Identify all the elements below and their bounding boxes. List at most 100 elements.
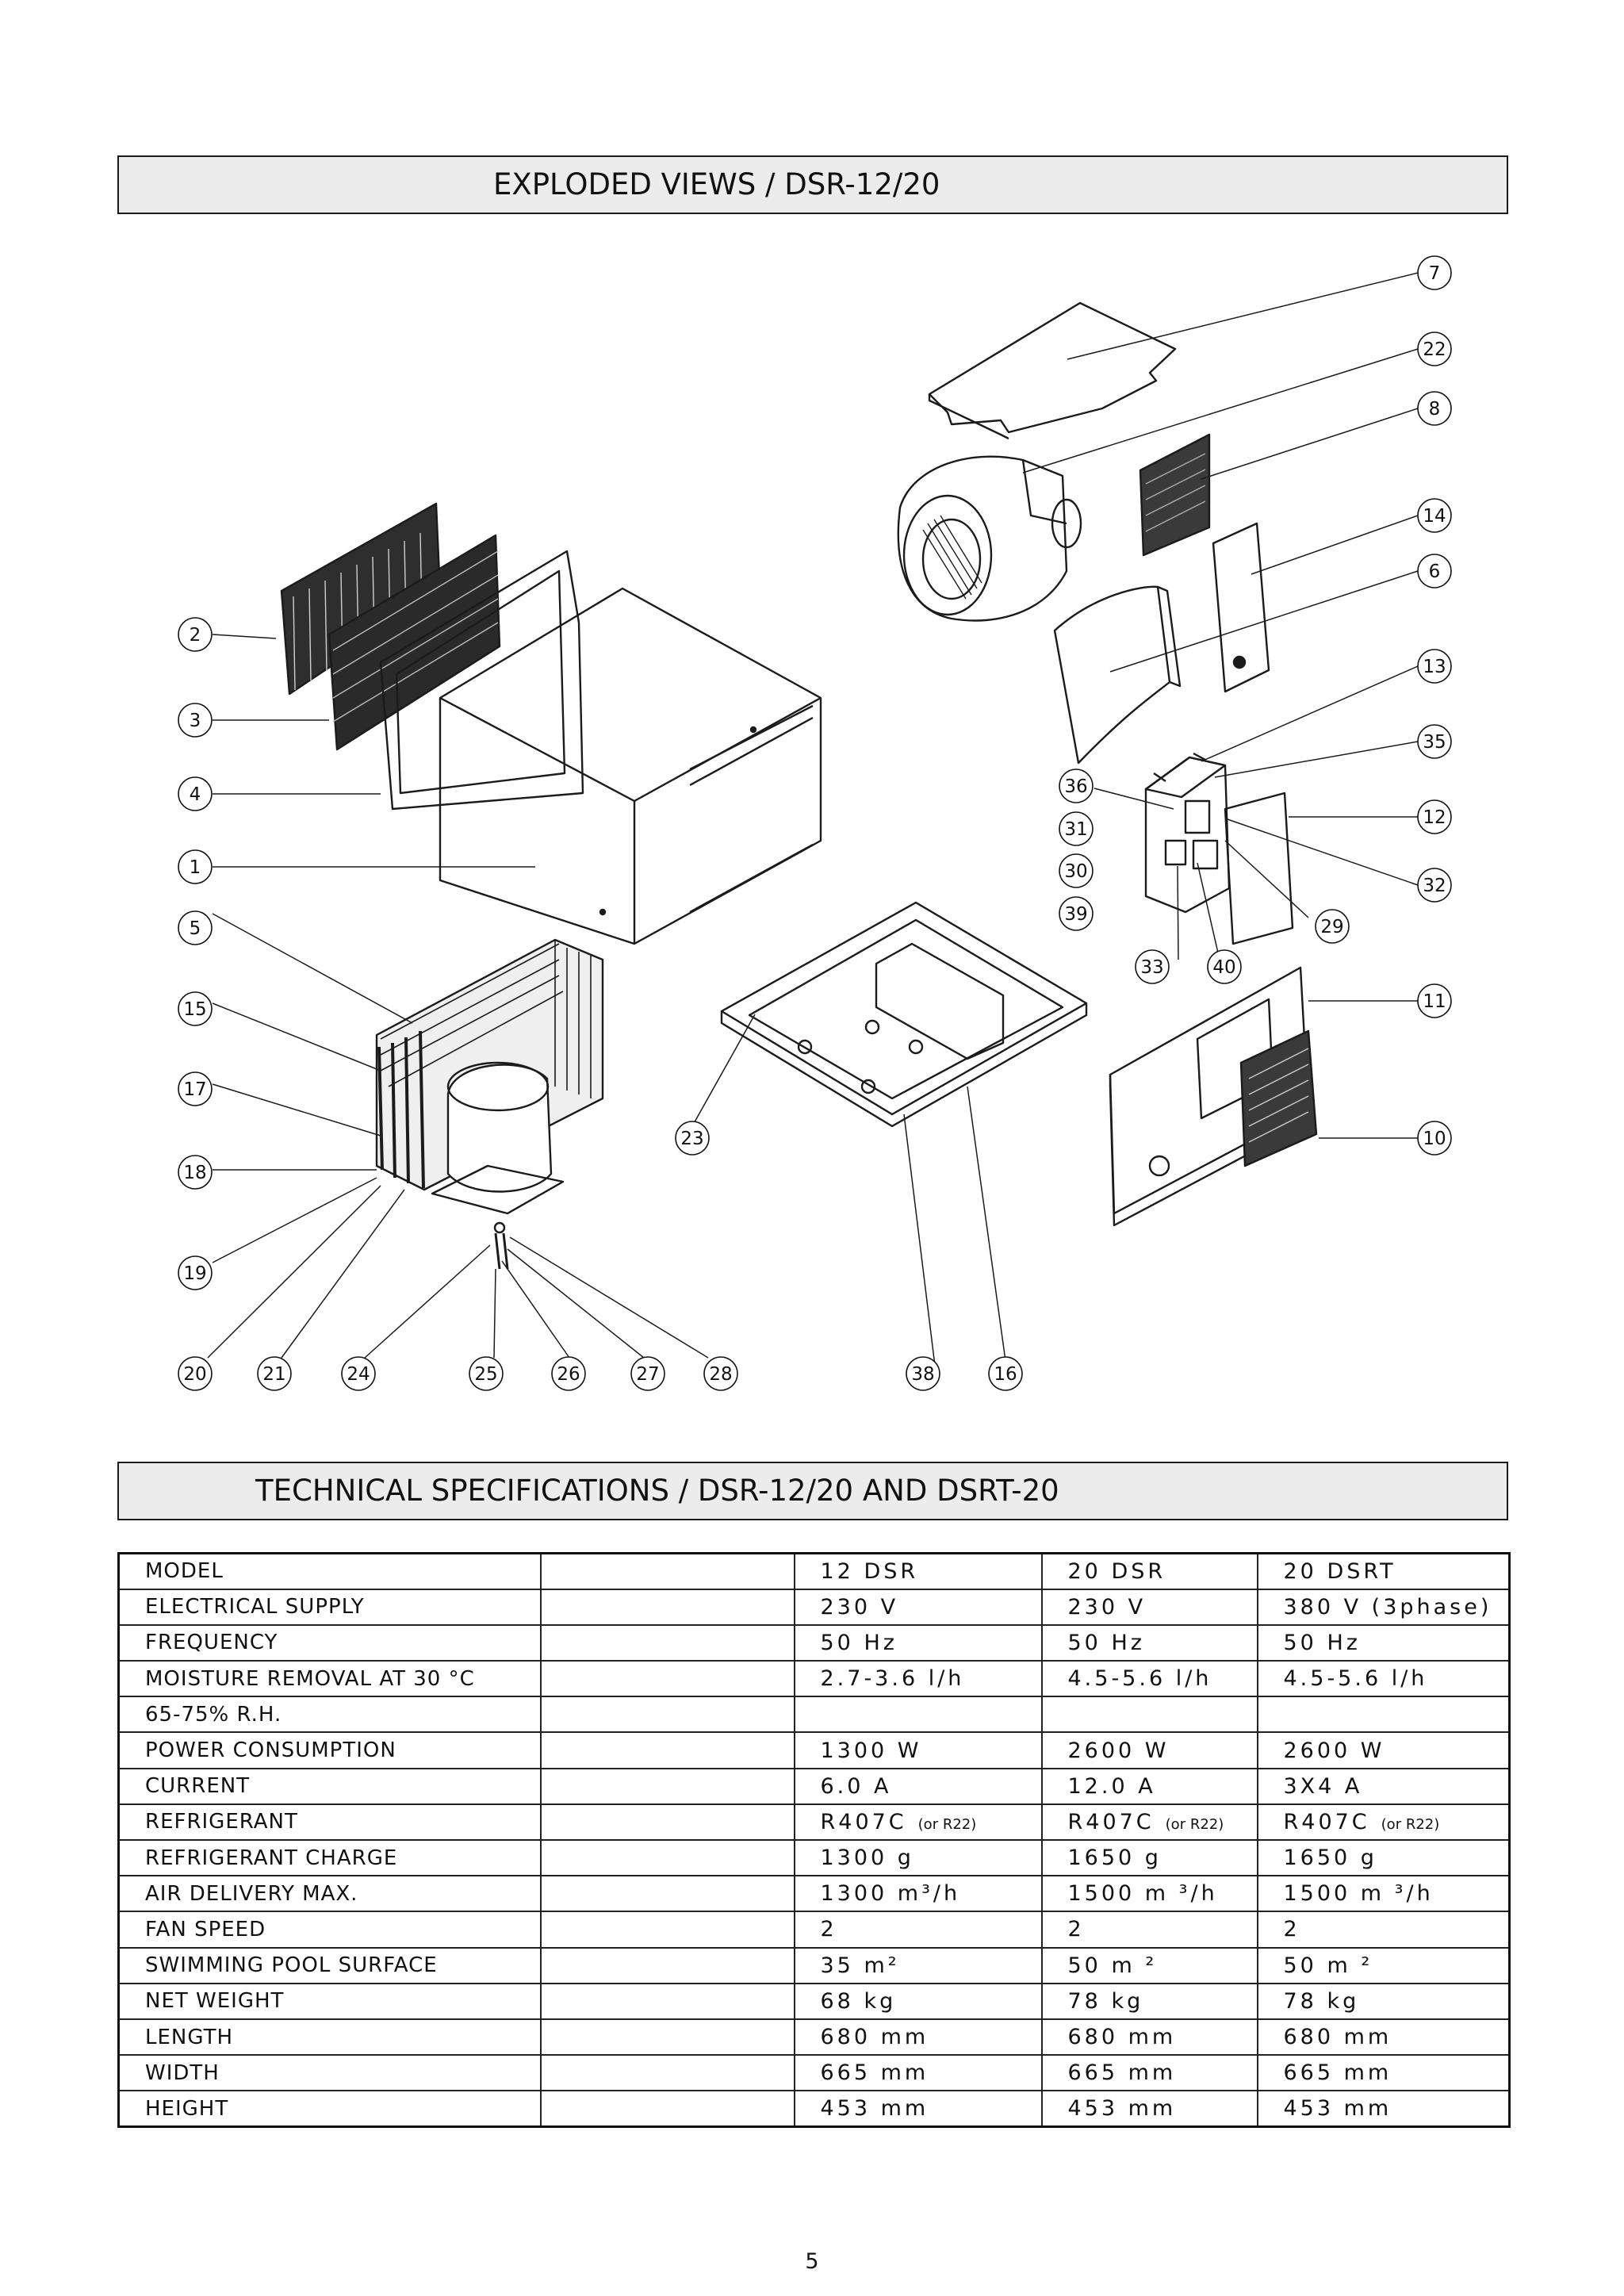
callout-28: 28 bbox=[703, 1356, 738, 1391]
blower-fan bbox=[897, 455, 1082, 622]
callout-38: 38 bbox=[906, 1356, 940, 1391]
svg-text:22: 22 bbox=[1423, 339, 1446, 360]
spec-value-text: 50 m ² bbox=[1283, 1953, 1373, 1978]
spec-value-v3: 50 Hz bbox=[1256, 1623, 1511, 1662]
spec-value-v1: R407C(or R22) bbox=[793, 1803, 1043, 1842]
callout-10: 10 bbox=[1417, 1121, 1452, 1156]
spec-value-v2: 680 mm bbox=[1040, 2018, 1258, 2056]
spec-value-text: 2 bbox=[1283, 1917, 1300, 1942]
svg-text:18: 18 bbox=[183, 1163, 206, 1183]
svg-text:14: 14 bbox=[1423, 506, 1446, 527]
svg-text:31: 31 bbox=[1064, 819, 1087, 840]
spec-empty-cell bbox=[539, 2018, 795, 2056]
technical-specifications-title: TECHNICAL SPECIFICATIONS / DSR-12/20 AND… bbox=[255, 1474, 1059, 1508]
spec-value-text: 380 V (3phase) bbox=[1283, 1594, 1492, 1619]
svg-text:30: 30 bbox=[1064, 861, 1087, 882]
spec-value-v3: 380 V (3phase) bbox=[1256, 1588, 1511, 1626]
spec-value-v1: 35 m² bbox=[793, 1946, 1043, 1984]
spec-label: POWER CONSUMPTION bbox=[117, 1731, 542, 1769]
spec-value-text: 2600 W bbox=[1067, 1738, 1170, 1763]
spec-empty-cell bbox=[539, 1696, 795, 1734]
callout-15: 15 bbox=[178, 991, 213, 1026]
callout-40: 40 bbox=[1207, 949, 1242, 984]
callout-17: 17 bbox=[178, 1071, 213, 1106]
page-number: 5 bbox=[805, 2249, 819, 2274]
spec-value-text: R407C bbox=[1283, 1809, 1370, 1834]
main-cabinet bbox=[439, 587, 822, 945]
callout-7: 6 bbox=[1417, 554, 1452, 588]
spec-value-text: 1650 g bbox=[1283, 1846, 1377, 1871]
spec-value-v2: 12.0 A bbox=[1040, 1767, 1258, 1805]
spec-label: MODEL bbox=[117, 1552, 542, 1590]
spec-value-v3: 665 mm bbox=[1256, 2054, 1511, 2092]
callout-2: 2 bbox=[178, 617, 213, 652]
spec-value-text: 20 DSRT bbox=[1283, 1558, 1396, 1584]
svg-text:27: 27 bbox=[636, 1364, 659, 1385]
svg-text:38: 38 bbox=[911, 1364, 934, 1385]
curved-side-panel bbox=[1053, 585, 1182, 765]
spec-value-v2: R407C(or R22) bbox=[1040, 1803, 1258, 1842]
spec-empty-cell bbox=[539, 1875, 795, 1913]
callout-19: 19 bbox=[178, 1255, 213, 1290]
spec-value-text: 665 mm bbox=[1283, 2060, 1392, 2086]
spec-value-v3: 2600 W bbox=[1256, 1731, 1511, 1769]
spec-value-v3: 4.5-5.6 l/h bbox=[1256, 1660, 1511, 1698]
spec-value-text: 35 m² bbox=[820, 1953, 900, 1978]
spec-value-text: 78 kg bbox=[1283, 1988, 1360, 2014]
spec-value-v3: 2 bbox=[1256, 1911, 1511, 1949]
svg-text:39: 39 bbox=[1064, 904, 1087, 925]
spec-value-v1: 2 bbox=[793, 1911, 1043, 1949]
callout-30: 30 bbox=[1059, 853, 1094, 888]
spec-value-v2: 230 V bbox=[1040, 1588, 1258, 1626]
spec-value-text: 453 mm bbox=[1067, 2096, 1177, 2122]
callout-18: 18 bbox=[178, 1155, 213, 1190]
callout-24: 24 bbox=[341, 1356, 376, 1391]
technical-specifications-header: TECHNICAL SPECIFICATIONS / DSR-12/20 AND… bbox=[117, 1462, 1508, 1520]
svg-text:3: 3 bbox=[190, 711, 201, 731]
svg-text:15: 15 bbox=[183, 999, 206, 1020]
exploded-views-title: EXPLODED VIEWS / DSR-12/20 bbox=[493, 167, 940, 201]
svg-text:10: 10 bbox=[1423, 1129, 1446, 1149]
spec-label: REFRIGERANT CHARGE bbox=[117, 1838, 542, 1877]
spec-value-text: 50 Hz bbox=[1283, 1630, 1361, 1655]
spec-value-text: 230 V bbox=[1067, 1594, 1147, 1619]
spec-value-text: 2 bbox=[1067, 1917, 1085, 1942]
spec-value-text: 665 mm bbox=[1067, 2060, 1177, 2086]
spec-value-text: 4.5-5.6 l/h bbox=[1283, 1666, 1428, 1692]
spec-value-v3: 20 DSRT bbox=[1256, 1552, 1511, 1590]
spec-value-v1: 50 Hz bbox=[793, 1623, 1043, 1662]
spec-value-text: 453 mm bbox=[1283, 2096, 1392, 2122]
spec-value-v2: 4.5-5.6 l/h bbox=[1040, 1660, 1258, 1698]
compressor bbox=[431, 1061, 565, 1270]
electrical-control-box bbox=[1144, 752, 1294, 945]
callout-12: 12 bbox=[1417, 799, 1452, 834]
spec-value-text: 2 bbox=[820, 1917, 837, 1942]
svg-text:8: 8 bbox=[1429, 399, 1441, 420]
spec-value-text: 2600 W bbox=[1283, 1738, 1385, 1763]
front-panel bbox=[1109, 966, 1318, 1227]
spec-label: 65-75% R.H. bbox=[117, 1696, 542, 1734]
svg-text:7: 7 bbox=[1429, 263, 1441, 284]
spec-label: NET WEIGHT bbox=[117, 1982, 542, 2020]
spec-label: HEIGHT bbox=[117, 2090, 542, 2128]
callout-8: 8 bbox=[1417, 391, 1452, 426]
spec-value-v1: 2.7-3.6 l/h bbox=[793, 1660, 1043, 1698]
svg-text:4: 4 bbox=[190, 784, 201, 805]
spec-value-v2: 50 Hz bbox=[1040, 1623, 1258, 1662]
spec-empty-cell bbox=[539, 1911, 795, 1949]
svg-text:2: 2 bbox=[190, 625, 201, 646]
spec-value-v2: 1500 m ³/h bbox=[1040, 1875, 1258, 1913]
spec-empty-cell bbox=[539, 1552, 795, 1590]
spec-value-text: 1500 m ³/h bbox=[1067, 1881, 1218, 1907]
spec-value-v1 bbox=[793, 1696, 1043, 1734]
svg-text:20: 20 bbox=[183, 1364, 206, 1385]
spec-value-v3: 1650 g bbox=[1256, 1838, 1511, 1877]
svg-text:1: 1 bbox=[190, 857, 201, 878]
callout-6: 7 bbox=[1417, 255, 1452, 290]
